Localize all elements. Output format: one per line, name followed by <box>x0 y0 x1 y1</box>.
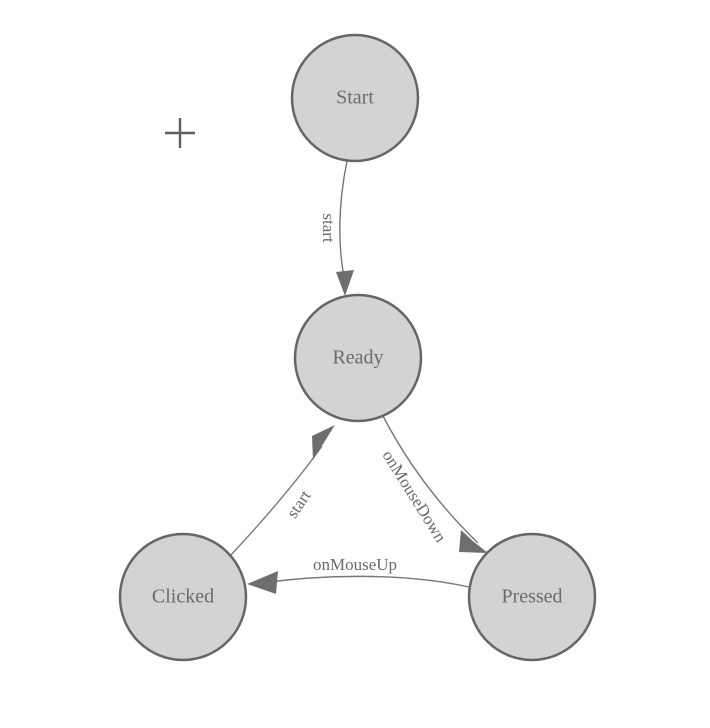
edge-ready-to-pressed[interactable]: onMouseDown <box>379 415 488 553</box>
edge-clicked-to-ready[interactable]: start <box>230 425 335 556</box>
node-ready-circle[interactable] <box>293 293 423 423</box>
node-pressed-circle[interactable] <box>467 532 597 662</box>
edge-label-pressed-to-clicked: onMouseUp <box>313 555 397 574</box>
node-pressed-label: Pressed <box>501 586 562 608</box>
edge-label-ready-to-pressed: onMouseDown <box>379 447 451 546</box>
node-clicked-label: Clicked <box>152 586 214 608</box>
node-start-label: Start <box>336 87 374 109</box>
edge-start-to-ready-arrowhead <box>336 270 354 296</box>
edge-pressed-to-clicked-path <box>261 575 470 588</box>
edge-pressed-to-clicked-arrowhead <box>247 571 278 594</box>
edge-start-to-ready-path <box>339 160 348 278</box>
edge-ready-to-pressed-path <box>382 415 479 544</box>
edge-pressed-to-clicked[interactable]: onMouseUp <box>247 555 470 594</box>
edge-clicked-to-ready-arrowhead <box>312 425 335 460</box>
node-pressed[interactable]: Pressed <box>467 532 597 662</box>
crosshair-icon <box>165 118 195 148</box>
node-clicked[interactable]: Clicked <box>118 532 248 662</box>
node-ready[interactable]: Ready <box>293 293 423 423</box>
edge-ready-to-pressed-arrowhead <box>459 530 488 553</box>
node-start-circle[interactable] <box>290 33 420 163</box>
node-ready-label: Ready <box>332 347 383 369</box>
node-clicked-circle[interactable] <box>118 532 248 662</box>
edge-start-to-ready[interactable]: start <box>319 160 354 296</box>
node-start[interactable]: Start <box>290 33 420 163</box>
edge-label-start-to-ready: start <box>319 213 338 243</box>
